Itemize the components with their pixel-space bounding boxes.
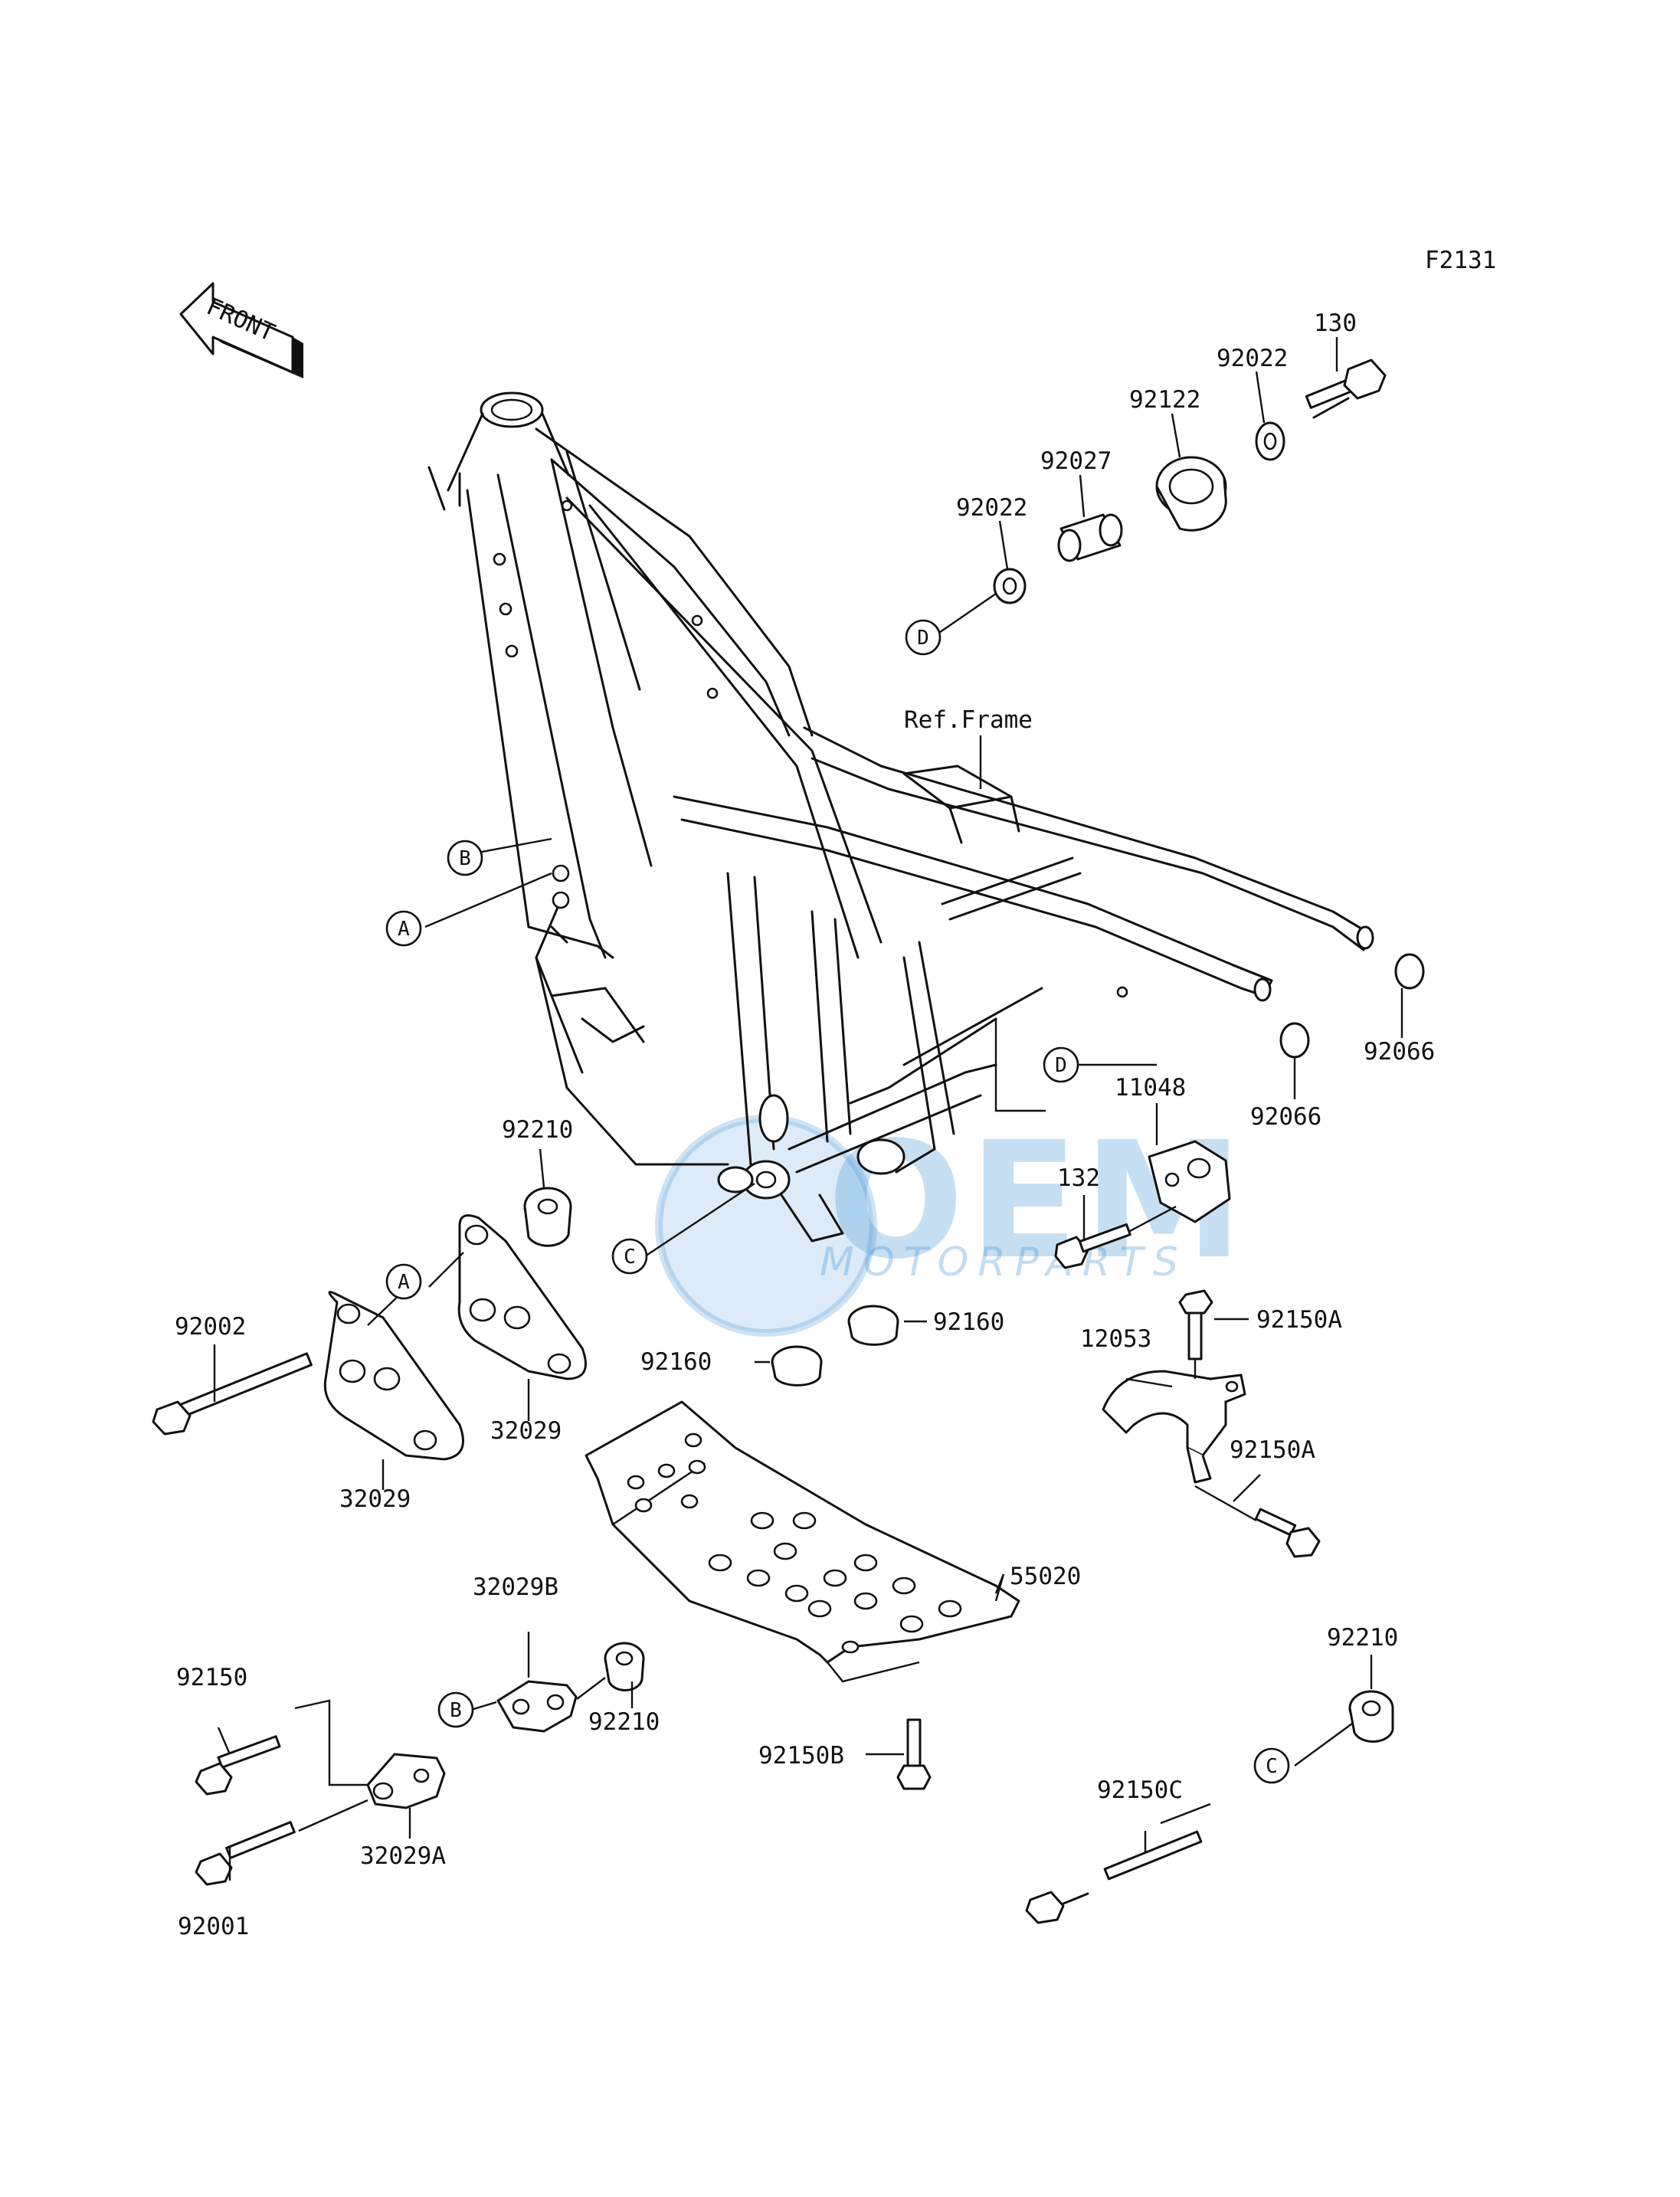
plate-32029-a-icon (323, 1291, 464, 1461)
plate-32029A-icon (366, 1753, 446, 1809)
bracket-12053-icon (1102, 1370, 1246, 1484)
label-92027: 92027 (1040, 447, 1112, 475)
plug-92160-b-icon (771, 1345, 823, 1387)
cap-92066-a-icon (1394, 953, 1425, 990)
diagram-code: F2131 (1425, 247, 1496, 274)
bolt-92150C-icon (1025, 1830, 1203, 1924)
bolt-130-icon (1305, 359, 1387, 419)
label-92122: 92122 (1129, 386, 1200, 414)
ref-marker-c-frame: C (611, 1238, 648, 1275)
ref-marker-a-plates: A (385, 1263, 422, 1300)
label-92022-mid: 92022 (956, 494, 1027, 522)
leader-lines (213, 337, 1403, 1881)
watermark-sub-text: MOTORPARTS (820, 1239, 1187, 1285)
cap-92066-b-icon (1279, 1022, 1310, 1059)
label-92066-a: 92066 (1364, 1038, 1435, 1066)
label-92150B: 92150B (758, 1742, 844, 1770)
collar-92027-icon (1057, 513, 1123, 562)
part-labels: 130 92022 92122 92027 92022 Ref.Frame 92… (175, 309, 1435, 1940)
label-12053: 12053 (1080, 1325, 1151, 1353)
label-55020: 55020 (1010, 1563, 1081, 1590)
bolt-92001-icon (195, 1821, 296, 1886)
bolt-132-icon (1054, 1223, 1131, 1269)
ref-marker-a-frame: A (385, 910, 422, 947)
watermark: OEM MOTORPARTS (655, 1107, 1243, 1337)
label-92210-b: 92210 (588, 1708, 660, 1736)
label-92022-top: 92022 (1217, 345, 1288, 372)
bolt-92150A-top-icon (1178, 1289, 1213, 1360)
bolt-92150B-icon (896, 1718, 932, 1790)
label-11048: 11048 (1115, 1074, 1186, 1102)
ref-marker-b-plates: B (437, 1691, 474, 1728)
label-92066-b: 92066 (1250, 1103, 1321, 1131)
svg-text:C: C (624, 1246, 636, 1269)
label-92150C: 92150C (1097, 1776, 1183, 1804)
label-32029B: 32029B (473, 1573, 558, 1601)
svg-text:B: B (450, 1699, 462, 1722)
label-132: 132 (1057, 1164, 1100, 1192)
label-92002: 92002 (175, 1313, 246, 1341)
ref-marker-c-bolt: C (1253, 1747, 1290, 1784)
plate-32029-b-icon (457, 1214, 587, 1380)
label-32029A: 32029A (360, 1842, 446, 1870)
ref-marker-d-top: D (905, 619, 942, 656)
svg-text:A: A (398, 1271, 410, 1294)
label-32029-a: 32029 (339, 1485, 411, 1513)
skid-plate-55020-icon (585, 1400, 1020, 1683)
label-92150A-a: 92150A (1256, 1306, 1342, 1334)
frame-drawing (427, 391, 1374, 1243)
label-92210-c: 92210 (1327, 1624, 1398, 1652)
svg-text:D: D (1055, 1054, 1067, 1077)
label-92150A-b: 92150A (1230, 1436, 1315, 1464)
svg-text:B: B (459, 847, 471, 870)
label-32029-b: 32029 (490, 1417, 562, 1445)
plate-32029B-icon (496, 1680, 578, 1733)
ref-frame-label: Ref.Frame (904, 706, 1033, 734)
label-92001: 92001 (178, 1913, 249, 1940)
washer-92022-mid-icon (993, 568, 1027, 604)
bolt-92150A-bottom-icon (1254, 1508, 1321, 1558)
svg-text:C: C (1266, 1755, 1278, 1778)
plug-92160-a-icon (847, 1305, 899, 1346)
label-92150: 92150 (176, 1664, 247, 1691)
collar-92210-a-icon (523, 1187, 572, 1247)
collar-92210-c-icon (1348, 1690, 1394, 1743)
bolt-92002-icon (152, 1352, 313, 1436)
collar-92210-b-icon (604, 1642, 645, 1691)
washer-92022-top-icon (1255, 421, 1285, 461)
label-130: 130 (1314, 309, 1357, 337)
ref-marker-d-frame: D (1043, 1046, 1079, 1083)
bolt-92150-icon (195, 1735, 281, 1796)
label-92210-a: 92210 (502, 1116, 573, 1144)
front-arrow-icon: FRONT (179, 282, 303, 378)
label-92160-a: 92160 (933, 1308, 1004, 1336)
svg-text:A: A (398, 918, 410, 941)
watermark-globe-icon (659, 1118, 873, 1333)
ref-marker-b-frame: B (447, 840, 483, 876)
collar-92122-icon (1155, 456, 1227, 532)
bracket-11048-icon (1148, 1140, 1231, 1223)
svg-text:D: D (917, 627, 929, 650)
label-92160-b: 92160 (640, 1348, 712, 1376)
ref-markers: D B A D C A B C (385, 619, 1290, 1784)
